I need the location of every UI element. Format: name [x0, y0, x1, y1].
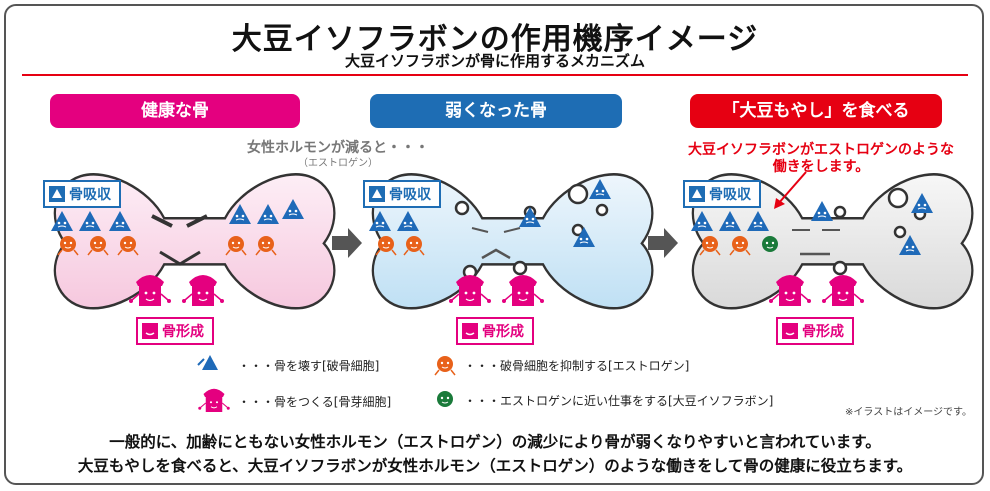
page-subtitle: 大豆イソフラボンが骨に作用するメカニズム: [344, 52, 645, 70]
estrogen-icon: [434, 355, 456, 376]
resorption-icon: [49, 186, 65, 202]
formation-icon: [462, 323, 478, 339]
disclaimer: ※イラストはイメージです。: [845, 407, 972, 418]
osteoblast-icon: [197, 388, 231, 413]
resorption-icon: [689, 186, 705, 202]
osteoclast-icon: [197, 355, 218, 370]
label-formation-text: 骨形成: [162, 324, 204, 340]
label-resorption-text: 骨吸収: [709, 187, 751, 203]
label-formation-1: 骨形成: [136, 317, 214, 345]
hormone-note-sub: （エストロゲン）: [298, 158, 378, 169]
face-neutral: [792, 229, 840, 256]
panel-header-soy-sprouts: 「大豆もやし」を食べると・・・: [690, 94, 942, 155]
isoflavone-note: 大豆イソフラボンがエストロゲンのような 働きをします。: [666, 142, 976, 176]
label-formation-text: 骨形成: [802, 324, 844, 340]
face-angry: [151, 214, 208, 266]
hormone-note-main: 女性ホルモンが減ると・・・: [247, 140, 429, 156]
arrow-right-2: [648, 228, 678, 258]
face-sad: [471, 227, 521, 260]
isoflavone-icon: [436, 390, 454, 408]
label-resorption-2: 骨吸収: [363, 180, 441, 208]
legend-osteoclast: ・・・骨を壊す[破骨細胞]: [238, 359, 380, 373]
resorption-icon: [369, 186, 385, 202]
panel-header-weakened: 弱くなった骨: [370, 94, 622, 128]
label-formation-3: 骨形成: [776, 317, 854, 345]
isoflavone-note-line2: 働きをします。: [772, 159, 870, 175]
pointer-arrow: [777, 171, 807, 205]
formation-icon: [782, 323, 798, 339]
legend-osteoblast: ・・・骨をつくる[骨芽細胞]: [238, 395, 392, 409]
label-formation-text: 骨形成: [482, 324, 524, 340]
label-resorption-text: 骨吸収: [389, 187, 431, 203]
bottom-line-1: 一般的に、加齢にともない女性ホルモン（エストロゲン）の減少により骨が弱くなりやす…: [109, 433, 881, 451]
label-resorption-1: 骨吸収: [43, 180, 121, 208]
isoflavone-note-line1: 大豆イソフラボンがエストロゲンのような: [688, 142, 954, 158]
label-resorption-text: 骨吸収: [69, 187, 111, 203]
title-divider: [22, 74, 968, 76]
page-title: 大豆イソフラボンの作用機序イメージ: [231, 22, 759, 57]
label-resorption-3: 骨吸収: [683, 180, 761, 208]
hormone-decrease-note: 女性ホルモンが減ると・・・ （エストロゲン）: [228, 140, 448, 172]
panel-header-healthy: 健康な骨: [50, 94, 300, 128]
arrow-right-1: [332, 228, 362, 258]
formation-icon: [142, 323, 158, 339]
bottom-line-2: 大豆もやしを食べると、大豆イソフラボンが女性ホルモン（エストロゲン）のような働き…: [77, 457, 913, 475]
legend-estrogen: ・・・破骨細胞を抑制する[エストロゲン]: [464, 359, 690, 373]
label-formation-2: 骨形成: [456, 317, 534, 345]
legend-isoflavone: ・・・エストロゲンに近い仕事をする[大豆イソフラボン]: [464, 394, 774, 408]
